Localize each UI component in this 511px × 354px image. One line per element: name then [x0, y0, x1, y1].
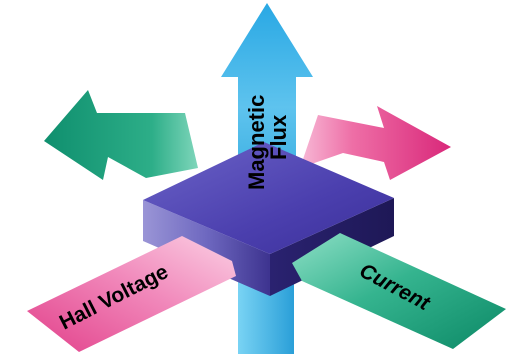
current-arrow [292, 233, 506, 349]
magnetic-flux-label-line2: Flux [266, 114, 291, 160]
hall-voltage-exit-arrow [44, 90, 198, 180]
hall-voltage-arrow [27, 236, 236, 352]
magnetic-flux-label-line1: Magnetic [244, 95, 269, 190]
current-exit-arrow [300, 106, 451, 180]
